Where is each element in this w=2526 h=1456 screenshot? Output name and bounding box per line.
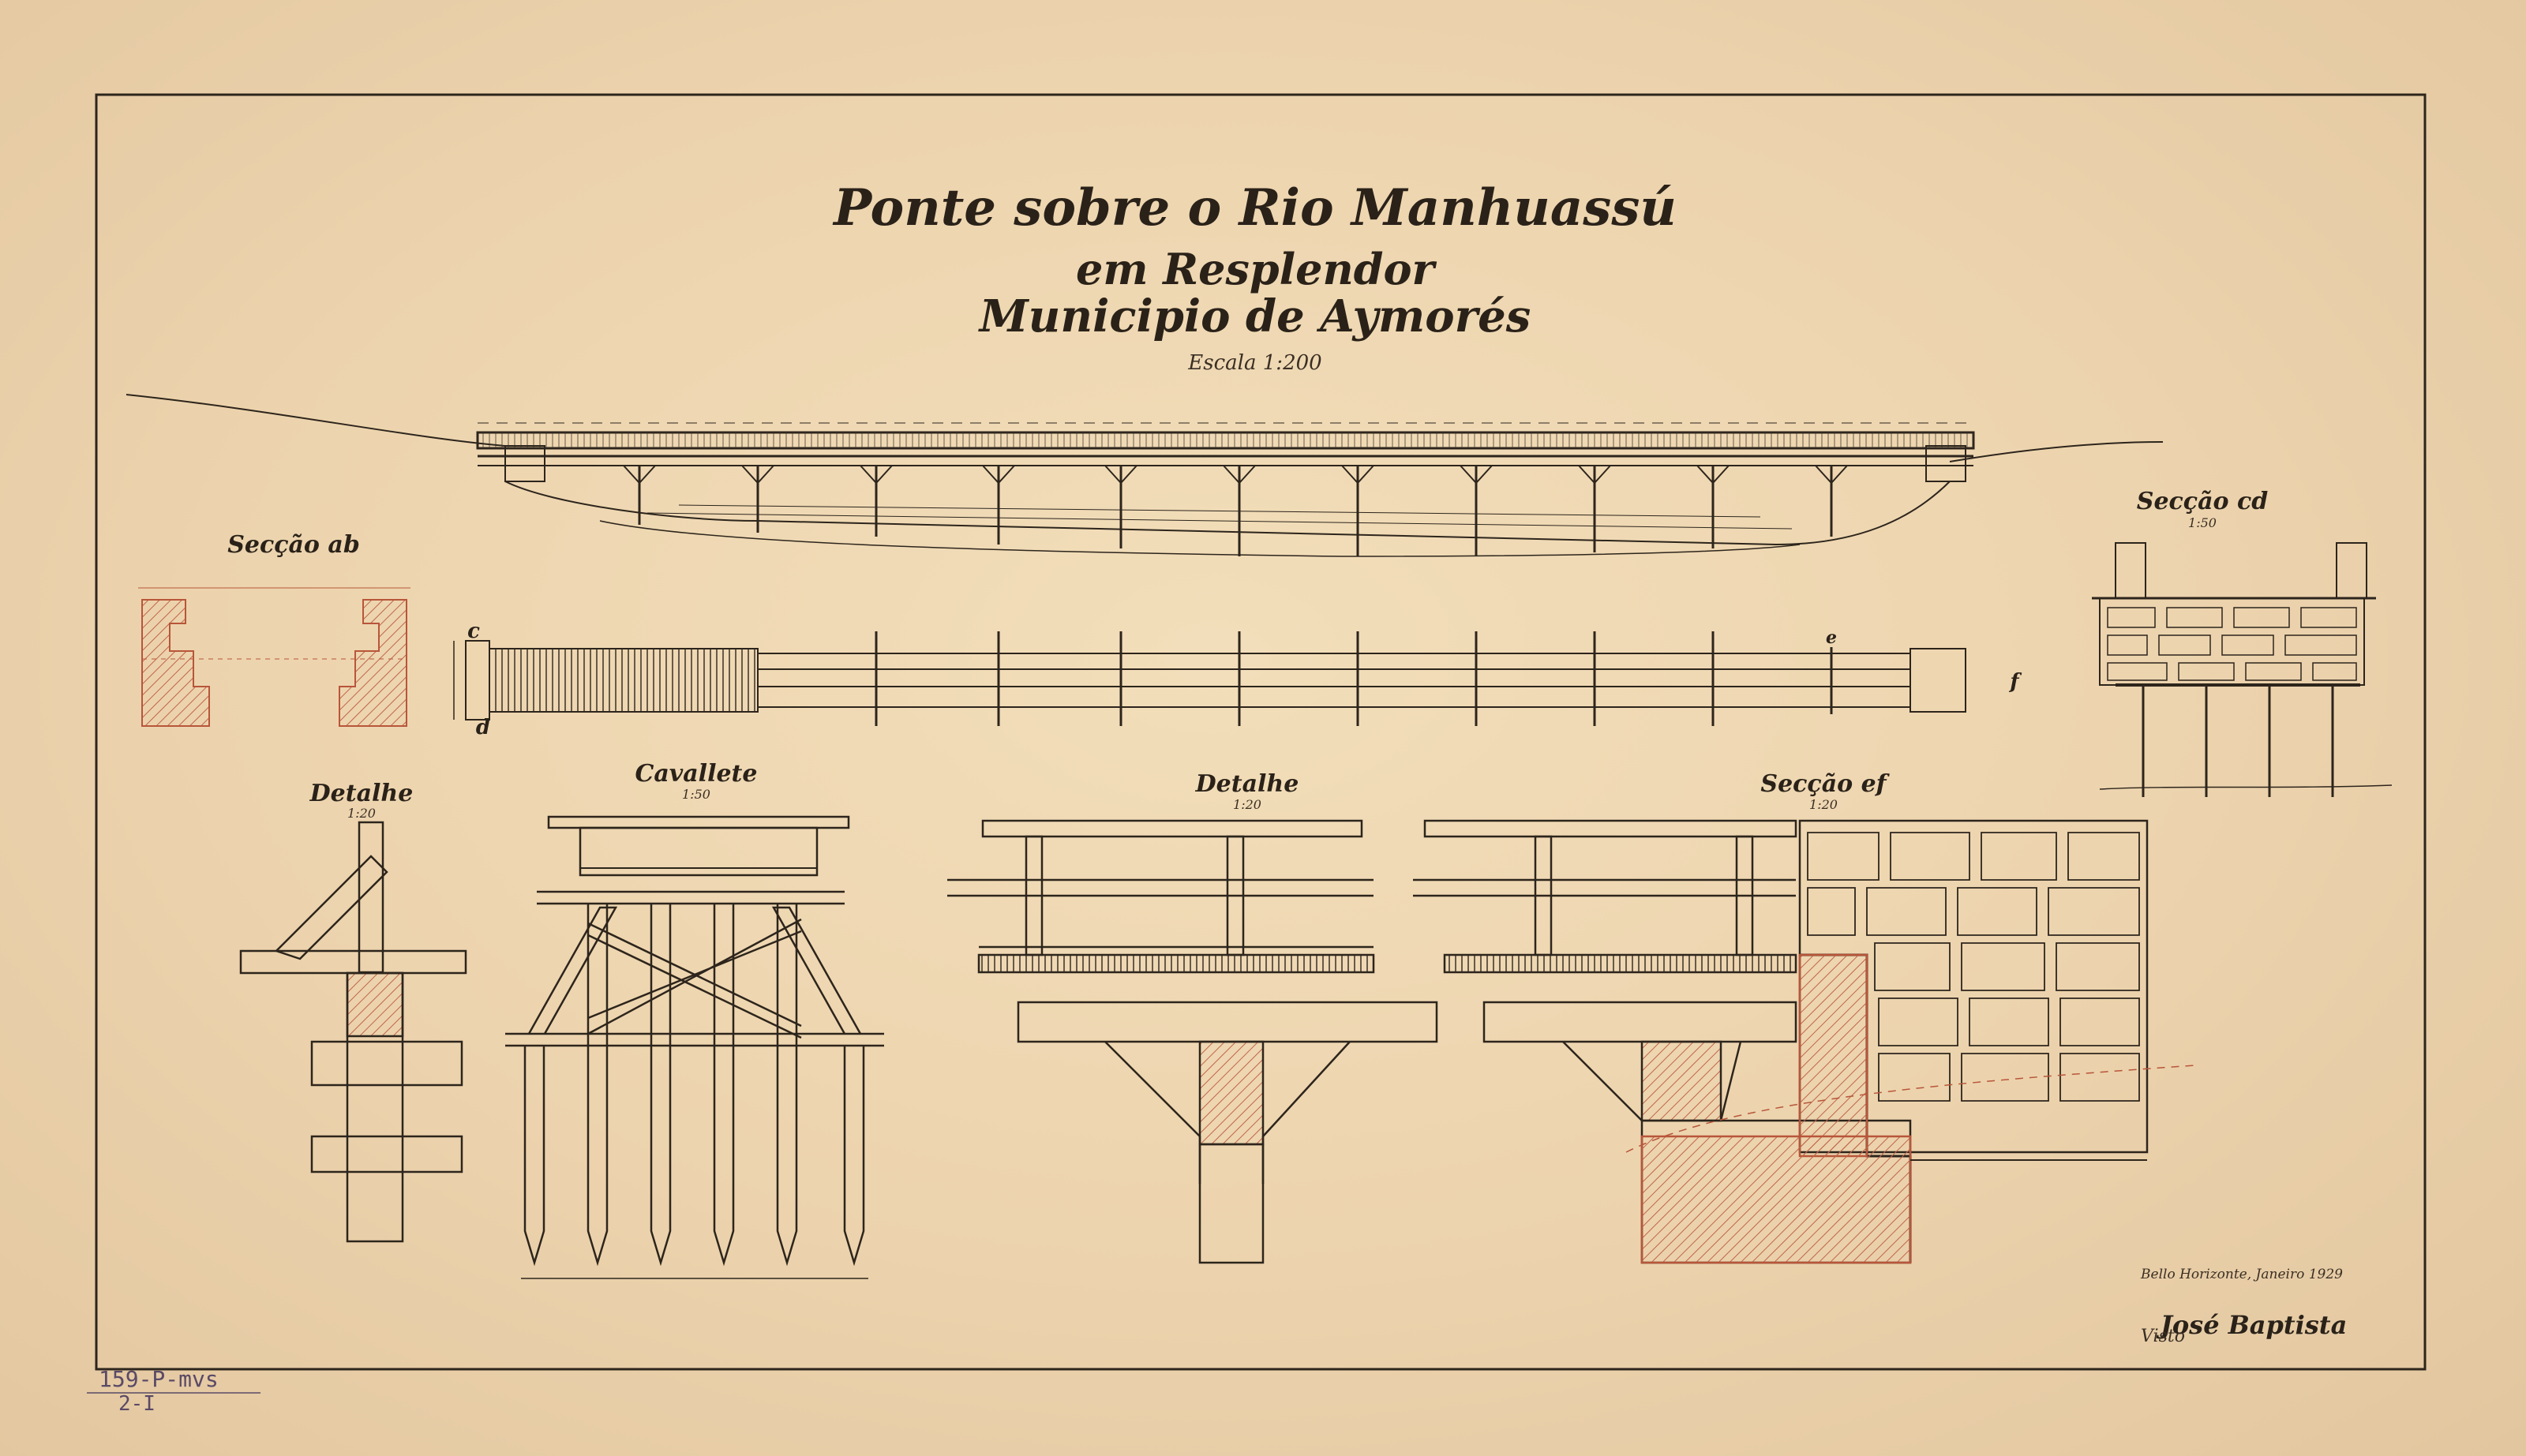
cavallete-drawing [505,815,884,1279]
detalhe-center-label: Detalhe [1195,770,1299,798]
cavallete-label: Cavallete [635,760,757,788]
border-frame [95,93,2427,1371]
title-line-3: Municipio de Aymorés [978,290,1531,342]
detalhe-left-drawing [239,821,467,1243]
plan-mark-f: f [2008,670,2022,694]
section-ab-label: Secção ab [227,531,360,559]
archive-ref-line-1: 159-P-mvs [99,1366,219,1392]
bridge-elevation [126,394,2164,557]
signature-date: Bello Horizonte, Janeiro 1929 [2140,1267,2343,1282]
bents [623,465,1848,556]
title-line-2: em Resplendor [1076,244,1437,294]
signature-name: José Baptista [2156,1310,2348,1340]
section-cd-label: Secção cd [2137,488,2268,515]
signature-visto: Visto [2141,1327,2185,1346]
cavallete-scale: 1:50 [682,787,710,802]
section-cd-drawing [2092,542,2393,797]
section-ef-label: Secção ef [1760,770,1890,798]
title-line-1: Ponte sobre o Rio Manhuassú [832,178,1677,238]
section-cd-scale: 1:50 [2188,515,2217,530]
detalhe-center-drawing [947,819,1438,1264]
plan-mark-c: c [467,619,480,643]
plan-mark-d: d [476,716,490,739]
archive-ref-line-2: 2-I [118,1392,156,1416]
plan-mark-e: e [1826,627,1837,648]
detalhe-left-scale: 1:20 [347,806,376,821]
section-ab-drawing [138,587,410,727]
section-ef-scale: 1:20 [1809,797,1838,812]
title-scale: Escala 1:200 [1187,351,1321,375]
bridge-plan [453,631,1966,726]
detalhe-center-scale: 1:20 [1233,797,1261,812]
section-ef-drawing [1413,819,2195,1264]
detalhe-left-label: Detalhe [309,780,414,807]
